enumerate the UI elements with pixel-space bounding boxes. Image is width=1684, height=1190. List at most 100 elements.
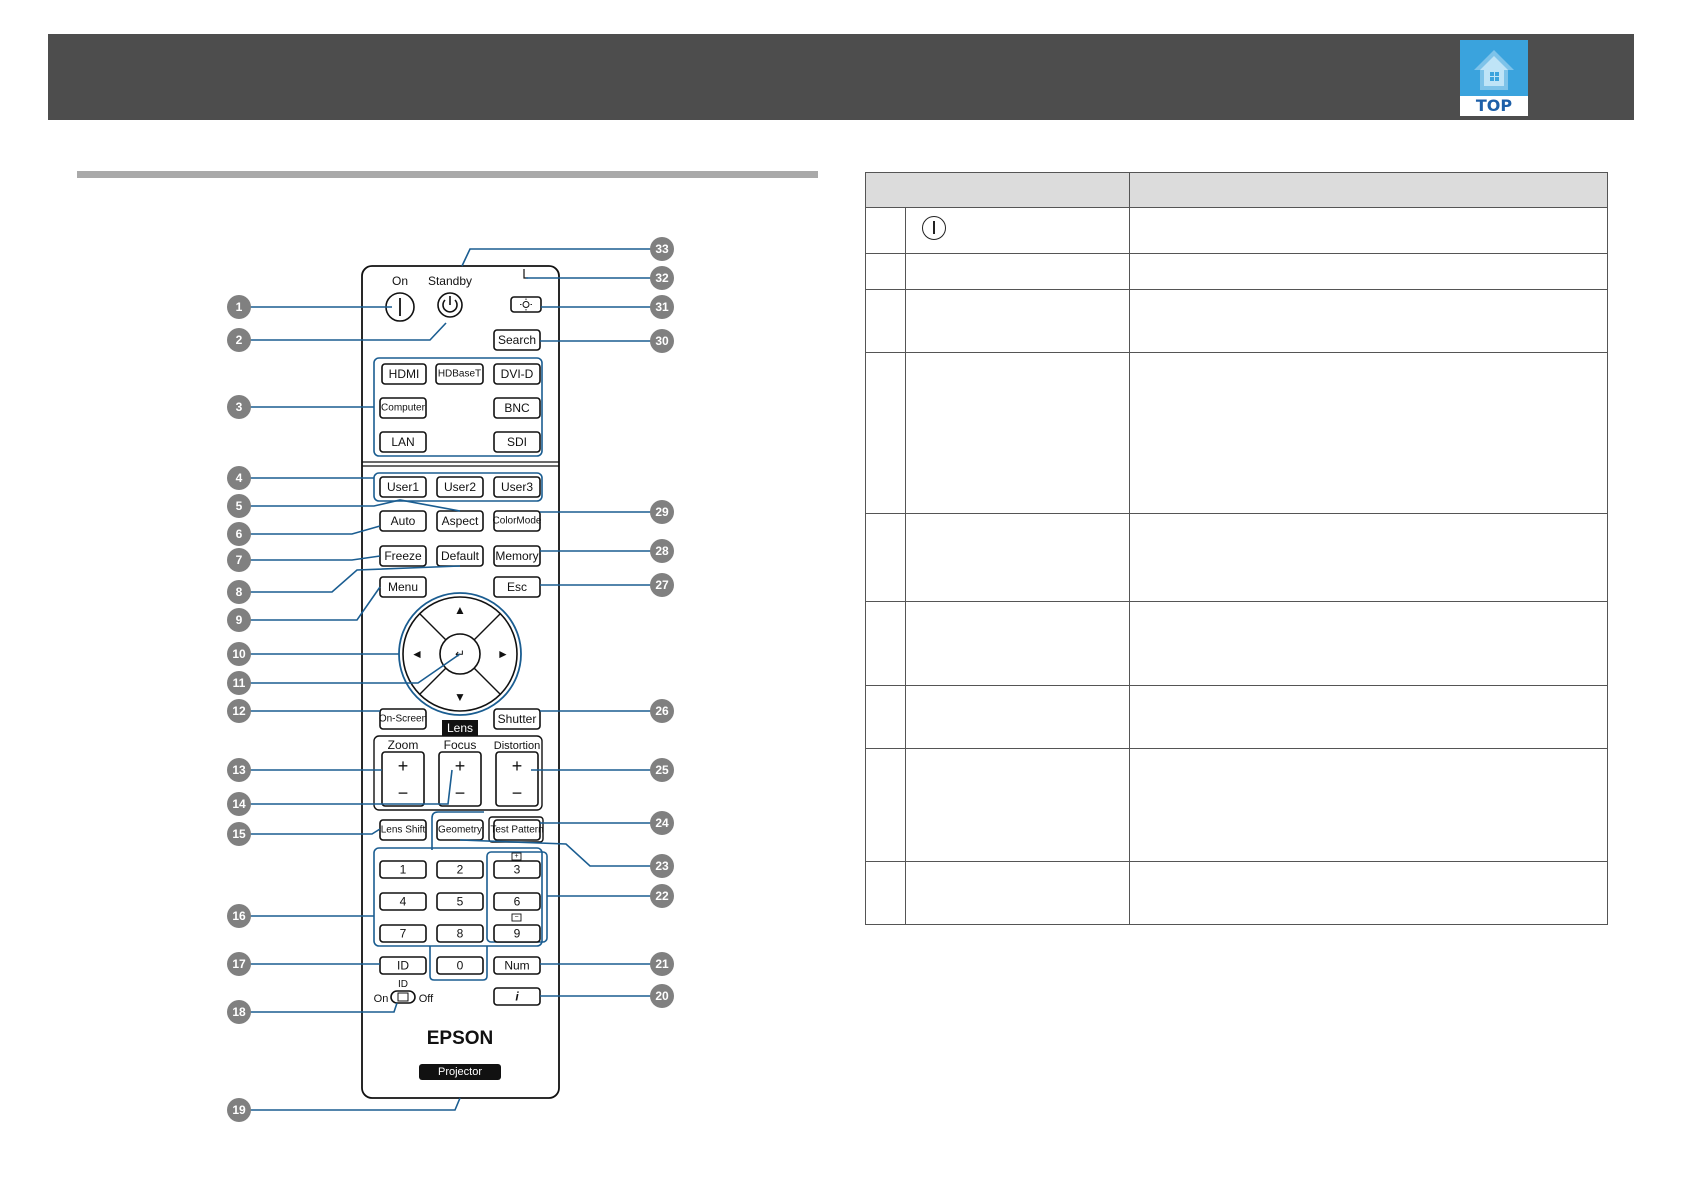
- num-4-button[interactable]: 4: [379, 892, 427, 911]
- svg-text:12: 12: [232, 704, 246, 718]
- bnc-button[interactable]: BNC: [493, 397, 541, 419]
- svg-text:29: 29: [655, 505, 669, 519]
- top-button[interactable]: TOP: [1460, 40, 1528, 116]
- svg-text:DVI-D: DVI-D: [501, 367, 534, 381]
- svg-text:3: 3: [514, 863, 521, 877]
- svg-text:−: −: [512, 783, 523, 803]
- callout-badge: 27: [650, 573, 674, 597]
- callout-badge: 33: [650, 237, 674, 261]
- focus-rocker[interactable]: + −: [438, 751, 482, 807]
- default-button[interactable]: Default: [436, 545, 484, 567]
- num-2-button[interactable]: 2: [436, 860, 484, 879]
- callout-badge: 14: [227, 792, 251, 816]
- svg-text:Memory: Memory: [495, 549, 538, 563]
- svg-text:24: 24: [655, 816, 669, 830]
- aspect-button[interactable]: Aspect: [436, 510, 484, 532]
- num-1-button[interactable]: 1: [379, 860, 427, 879]
- num-0-button[interactable]: 0: [436, 956, 484, 975]
- on-screen-button[interactable]: On-Screen: [379, 708, 427, 730]
- num-6-button[interactable]: 6: [493, 892, 541, 911]
- svg-text:Aspect: Aspect: [442, 514, 479, 528]
- svg-text:2: 2: [236, 333, 243, 347]
- svg-text:Lens Shift: Lens Shift: [381, 825, 426, 836]
- projector-tag: [419, 1064, 501, 1080]
- callout-badge: 4: [227, 466, 251, 490]
- right-arrow-icon: ►: [497, 647, 509, 661]
- id-switch[interactable]: [390, 990, 416, 1004]
- freeze-button[interactable]: Freeze: [379, 545, 427, 567]
- hdbaset-button[interactable]: HDBaseT: [435, 363, 484, 385]
- esc-button[interactable]: Esc: [493, 576, 541, 598]
- color-mode-button[interactable]: ColorMode: [493, 510, 542, 532]
- lens-shift-button[interactable]: Lens Shift: [379, 819, 427, 841]
- left-arrow-icon: ◄: [411, 647, 423, 661]
- num-9-button[interactable]: 9: [493, 924, 541, 943]
- info-button[interactable]: i: [493, 987, 541, 1006]
- svg-text:+: +: [398, 756, 409, 776]
- callout-badge: 7: [227, 548, 251, 572]
- num-8-button[interactable]: 8: [436, 924, 484, 943]
- user2-button[interactable]: User2: [436, 476, 484, 498]
- shutter-button[interactable]: Shutter: [493, 708, 541, 730]
- num-7-button[interactable]: 7: [379, 924, 427, 943]
- svg-text:4: 4: [236, 471, 243, 485]
- id-switch-off-label: Off: [419, 993, 434, 1005]
- callout-badge: 5: [227, 494, 251, 518]
- num-3-button[interactable]: 3: [493, 860, 541, 879]
- svg-text:Num: Num: [504, 959, 529, 973]
- svg-text:User1: User1: [387, 480, 419, 494]
- table-cell: [865, 352, 906, 514]
- user3-button[interactable]: User3: [493, 476, 541, 498]
- light-button[interactable]: [510, 296, 542, 313]
- svg-text:7: 7: [400, 927, 407, 941]
- table-row: [865, 513, 1608, 602]
- id-button[interactable]: ID: [379, 956, 427, 975]
- standby-button[interactable]: [437, 292, 463, 318]
- svg-text:31: 31: [655, 300, 669, 314]
- callout-badge: 12: [227, 699, 251, 723]
- callout-badge: 18: [227, 1000, 251, 1024]
- svg-text:9: 9: [236, 613, 243, 627]
- table-cell: [865, 513, 906, 602]
- svg-text:7: 7: [236, 553, 243, 567]
- table-cell: [905, 352, 1130, 514]
- svg-text:21: 21: [655, 957, 669, 971]
- computer-button[interactable]: Computer: [379, 397, 427, 419]
- geometry-button[interactable]: Geometry: [436, 819, 484, 841]
- svg-text:BNC: BNC: [504, 401, 530, 415]
- table-cell: [865, 289, 906, 353]
- lens-tag: [442, 720, 478, 736]
- svg-text:HDBaseT: HDBaseT: [438, 369, 481, 380]
- callout-badge: 10: [227, 642, 251, 666]
- table-row: [865, 748, 1608, 862]
- user1-button[interactable]: User1: [379, 476, 427, 498]
- auto-button[interactable]: Auto: [379, 510, 427, 532]
- num-button[interactable]: Num: [493, 956, 541, 975]
- test-pattern-button[interactable]: Test Pattern: [490, 819, 544, 841]
- menu-button[interactable]: Menu: [379, 576, 427, 598]
- distortion-rocker[interactable]: + −: [495, 751, 539, 807]
- dvid-button[interactable]: DVI-D: [493, 363, 541, 385]
- callout-badge: 29: [650, 500, 674, 524]
- hdmi-button[interactable]: HDMI: [381, 363, 427, 385]
- table-cell: [1129, 861, 1608, 925]
- svg-text:i: i: [515, 990, 519, 1004]
- svg-text:26: 26: [655, 704, 669, 718]
- callout-badge: 23: [650, 854, 674, 878]
- svg-text:9: 9: [514, 927, 521, 941]
- sdi-button[interactable]: SDI: [493, 431, 541, 453]
- svg-text:Test Pattern: Test Pattern: [490, 825, 543, 836]
- num-5-button[interactable]: 5: [436, 892, 484, 911]
- svg-text:Search: Search: [498, 333, 536, 347]
- svg-text:17: 17: [232, 957, 246, 971]
- callout-badge: 13: [227, 758, 251, 782]
- memory-button[interactable]: Memory: [493, 545, 541, 567]
- down-arrow-icon: ▼: [454, 690, 466, 704]
- zoom-rocker[interactable]: + −: [381, 751, 425, 807]
- svg-text:Computer: Computer: [381, 403, 426, 414]
- svg-text:19: 19: [232, 1103, 246, 1117]
- table-cell: [905, 748, 1130, 862]
- svg-text:6: 6: [236, 527, 243, 541]
- lan-button[interactable]: LAN: [379, 431, 427, 453]
- search-button[interactable]: Search: [493, 329, 541, 351]
